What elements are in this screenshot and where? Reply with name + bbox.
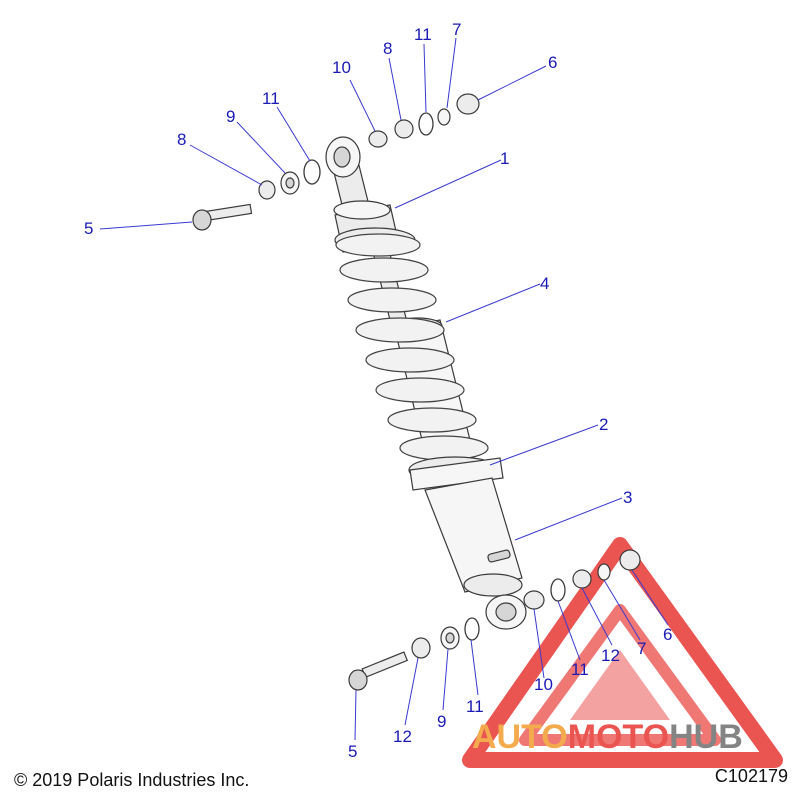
bushing-8-top-right xyxy=(394,119,414,139)
bushing-10-bottom xyxy=(523,590,545,610)
bushing-12-bottom-right xyxy=(572,569,592,589)
spring-retainer xyxy=(408,456,504,491)
callout-10-bottom: 10 xyxy=(534,675,553,694)
watermark-text-moto: MOTO xyxy=(568,718,669,756)
callout-11-bottom-right: 11 xyxy=(571,660,589,679)
callout-8-top-right: 8 xyxy=(383,39,392,58)
callout-labels: 1 4 2 3 5 6 7 11 8 10 11 9 8 5 12 9 11 1… xyxy=(84,20,672,761)
cap-6-top xyxy=(456,93,480,115)
washer-7-bottom xyxy=(597,563,611,581)
callout-2: 2 xyxy=(599,415,608,434)
top-hardware xyxy=(192,93,480,231)
coil-spring xyxy=(335,233,489,461)
watermark-text-auto: AUTO xyxy=(472,718,568,756)
callout-12-bottom-right: 12 xyxy=(601,646,620,665)
washer-7-top xyxy=(437,108,451,126)
bolt-bottom xyxy=(348,651,409,691)
watermark-text-hub: HUB xyxy=(669,718,743,756)
watermark-logo: AUTOMOTOHUB xyxy=(462,537,783,768)
callout-11-top-left: 11 xyxy=(262,89,280,108)
upper-eyelet xyxy=(325,136,370,214)
callout-1: 1 xyxy=(500,149,509,168)
washer-9-top xyxy=(280,171,300,195)
callout-5-top: 5 xyxy=(84,219,93,238)
cap-6-bottom xyxy=(619,549,641,571)
bushing-8-top-left xyxy=(258,180,276,200)
shock-lower-body xyxy=(424,477,523,597)
bushing-12-bottom-left xyxy=(411,637,431,659)
lower-eyelet xyxy=(485,594,527,630)
callout-4: 4 xyxy=(540,274,549,293)
bolt-top xyxy=(192,203,253,231)
snap-ring-11-top-right xyxy=(418,112,434,136)
callout-9-bottom: 9 xyxy=(437,712,446,731)
callout-9-top: 9 xyxy=(226,107,235,126)
callout-3: 3 xyxy=(623,488,632,507)
callout-11-bottom-left: 11 xyxy=(466,697,484,716)
washer-9-bottom xyxy=(440,626,460,650)
callout-10-top: 10 xyxy=(332,58,351,77)
callout-7-top: 7 xyxy=(452,20,461,39)
copyright-notice: © 2019 Polaris Industries Inc. xyxy=(14,770,250,790)
snap-ring-11-bottom-left xyxy=(464,617,480,641)
drawing-number: C102179 xyxy=(714,766,788,786)
svg-text:AUTOMOTOHUB: AUTOMOTOHUB xyxy=(472,718,743,756)
callout-11-top-right: 11 xyxy=(414,25,432,44)
callout-7-bottom: 7 xyxy=(637,639,646,658)
callout-5-bottom: 5 xyxy=(348,742,357,761)
leader-lines xyxy=(99,37,669,741)
callout-12-bottom-left: 12 xyxy=(393,727,412,746)
shock-absorber-assembly xyxy=(325,136,527,630)
snap-ring-11-bottom-right xyxy=(550,578,566,602)
bottom-hardware xyxy=(348,549,641,691)
callout-6-top: 6 xyxy=(548,53,557,72)
bushing-10-top xyxy=(368,130,388,148)
callout-8-top-left: 8 xyxy=(177,130,186,149)
callout-6-bottom: 6 xyxy=(663,625,672,644)
snap-ring-11-top-left xyxy=(303,159,321,185)
